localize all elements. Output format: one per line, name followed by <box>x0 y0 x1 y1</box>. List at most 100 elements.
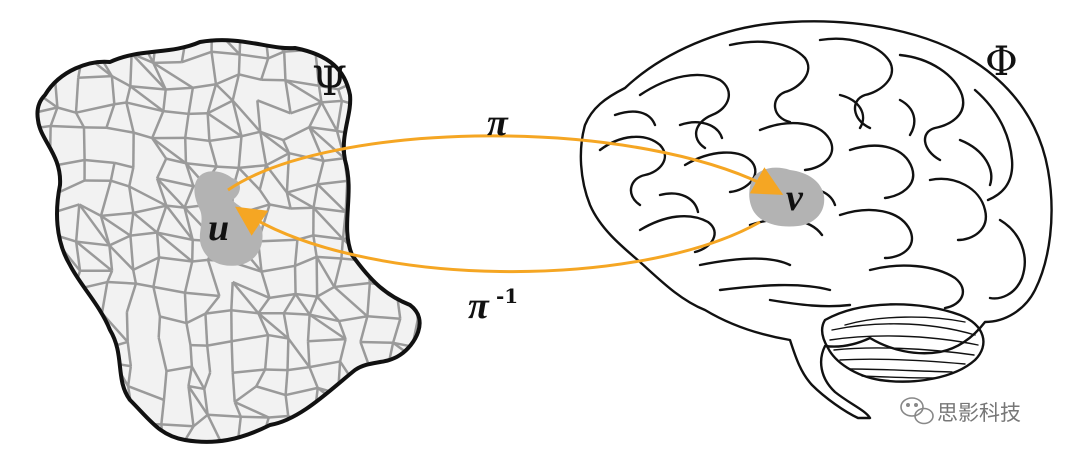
mosaic-crack <box>50 26 81 30</box>
mosaic-crack <box>306 314 311 342</box>
mosaic-crack <box>100 281 109 314</box>
mosaic-crack <box>294 255 318 267</box>
mosaic-crack <box>241 25 265 30</box>
mosaic-crack <box>192 413 209 428</box>
mosaic-crack <box>265 152 290 167</box>
mosaic-crack <box>125 312 129 342</box>
mosaic-crack <box>284 394 290 417</box>
mosaic-crack <box>282 293 297 314</box>
mosaic-crack <box>312 235 318 258</box>
mosaic-crack <box>231 100 243 137</box>
mosaic-crack <box>208 140 218 167</box>
label-psi: Ψ <box>312 59 347 105</box>
mosaic-crack <box>385 394 401 429</box>
mosaic-crack <box>109 162 116 181</box>
label-u: u <box>208 207 229 249</box>
mosaic-crack <box>151 137 187 165</box>
mosaic-crack <box>57 319 62 339</box>
mosaic-crack <box>204 313 209 346</box>
mosaic-crack <box>391 438 420 442</box>
mosaic-crack <box>385 80 397 107</box>
mosaic-crack <box>127 167 135 187</box>
mosaic-crack <box>371 163 402 189</box>
mosaic-crack <box>386 103 416 107</box>
mosaic-crack <box>283 312 310 316</box>
mosaic-crack <box>37 415 63 424</box>
mosaic-crack <box>181 50 212 64</box>
mosaic-crack <box>127 385 165 402</box>
mosaic-crack <box>285 386 319 397</box>
mosaic-crack <box>360 340 394 345</box>
mosaic-crack <box>28 449 57 451</box>
mosaic-crack <box>188 112 208 116</box>
mosaic-crack <box>237 136 243 168</box>
mosaic-crack <box>83 386 114 394</box>
mosaic-crack <box>337 320 347 340</box>
mosaic-crack <box>114 101 127 106</box>
mosaic-crack <box>49 107 59 127</box>
mosaic-crack <box>269 292 296 300</box>
mosaic-crack <box>155 232 161 258</box>
mosaic-crack <box>286 191 315 209</box>
mosaic-crack <box>50 124 85 129</box>
mosaic-crack <box>259 131 268 166</box>
mosaic-crack <box>203 388 209 415</box>
mosaic-crack <box>187 385 209 416</box>
mosaic-crack <box>399 218 420 240</box>
mosaic-crack <box>338 315 368 323</box>
mosaic-crack <box>23 159 31 184</box>
mosaic-crack <box>282 313 290 339</box>
mosaic-crack <box>165 204 194 241</box>
mosaic-crack <box>231 333 269 343</box>
mosaic-crack <box>37 182 56 214</box>
mosaic-crack <box>159 315 187 325</box>
mosaic-crack <box>386 104 420 142</box>
label-pi-forward: π <box>487 102 509 144</box>
mosaic-crack <box>165 157 187 165</box>
mosaic-crack <box>258 238 298 243</box>
mosaic-crack <box>190 366 206 390</box>
mosaic-crack <box>231 281 260 315</box>
mosaic-crack <box>257 312 290 340</box>
mosaic-crack <box>233 401 242 418</box>
mosaic-crack <box>307 337 346 343</box>
mosaic-crack <box>358 79 366 109</box>
mosaic-crack <box>391 40 420 57</box>
mosaic-crack <box>206 113 211 141</box>
mosaic-crack <box>125 283 138 313</box>
mosaic-crack <box>129 212 135 236</box>
mosaic-crack <box>59 360 90 374</box>
mosaic-crack <box>207 340 232 347</box>
mosaic-crack <box>231 309 259 315</box>
mosaic-crack <box>50 397 64 424</box>
mosaic-crack <box>309 360 341 369</box>
label-phi: Φ <box>985 39 1018 85</box>
mosaic-crack <box>157 23 189 34</box>
mosaic-crack <box>132 423 141 442</box>
mosaic-crack <box>363 212 401 221</box>
mosaic-crack <box>37 50 56 65</box>
mosaic-crack <box>335 411 351 442</box>
mosaic-crack <box>61 411 86 424</box>
mosaic-crack <box>112 363 117 388</box>
mosaic-crack <box>359 341 370 365</box>
mosaic-crack <box>84 411 103 419</box>
mosaic-crack <box>108 234 131 247</box>
mosaic-crack <box>185 312 206 325</box>
mosaic-crack <box>312 206 344 240</box>
label-pi-inverse: π <box>468 285 490 327</box>
mosaic-crack <box>129 53 133 87</box>
mosaic-crack <box>239 53 269 60</box>
mosaic-crack <box>139 448 163 450</box>
mosaic-crack <box>365 183 401 189</box>
mosaic-crack <box>132 211 158 234</box>
mosaic-crack <box>388 263 418 298</box>
mosaic-crack <box>183 113 190 138</box>
mosaic-crack <box>106 347 117 365</box>
mosaic-crack <box>261 264 296 273</box>
label-v: v <box>786 177 804 219</box>
mosaic-crack <box>166 204 185 209</box>
label-pi-inverse-exponent: -1 <box>496 284 518 308</box>
mosaic-crack <box>334 53 372 60</box>
mosaic-crack <box>417 40 420 57</box>
